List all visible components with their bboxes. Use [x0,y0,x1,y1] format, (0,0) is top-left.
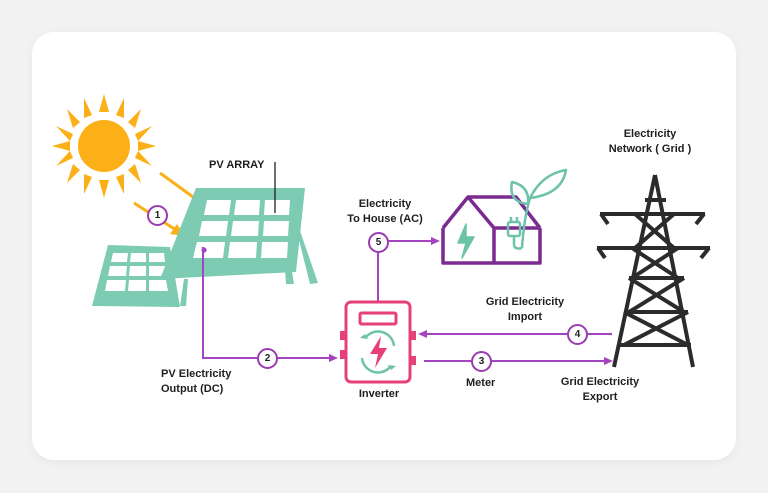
inverter-label: Inverter [358,388,400,400]
pv-array-label: PV ARRAY [209,159,265,171]
grid-import-label: Grid Electricity Import [470,295,580,325]
grid-import-label-line2: Import [507,311,543,323]
house-supply-label-line1: Electricity [358,198,412,210]
house-supply-label-line2: To House (AC) [347,213,423,225]
step-badge-2: 2 [257,348,278,369]
step-badge-1: 1 [147,205,168,226]
grid-network-label-line2: Network ( Grid ) [608,143,692,155]
step-badge-3: 3 [471,351,492,372]
step-badge-5: 5 [368,232,389,253]
inverter-icon [340,300,416,384]
step-badge-4: 4 [567,324,588,345]
grid-network-label-line1: Electricity [623,128,677,140]
house-icon [441,168,568,265]
grid-network-label: Electricity Network ( Grid ) [595,127,705,157]
pv-output-dot [201,247,207,253]
solar-panel-icon [160,188,318,306]
pv-output-label-line2: Output (DC) [161,383,224,395]
pv-output-label: PV Electricity Output (DC) [161,367,231,397]
meter-label: Meter [466,377,496,389]
sun-icon [52,94,156,198]
solar-panel-icon-small [92,245,180,307]
grid-export-label: Grid Electricity Export [545,375,655,405]
pv-output-label-line1: PV Electricity [161,368,232,380]
grid-export-label-line2: Export [582,391,618,403]
grid-import-label-line1: Grid Electricity [485,296,565,308]
house-supply-label: Electricity To House (AC) [340,197,430,227]
power-tower-icon [596,174,711,368]
grid-export-label-line1: Grid Electricity [560,376,640,388]
